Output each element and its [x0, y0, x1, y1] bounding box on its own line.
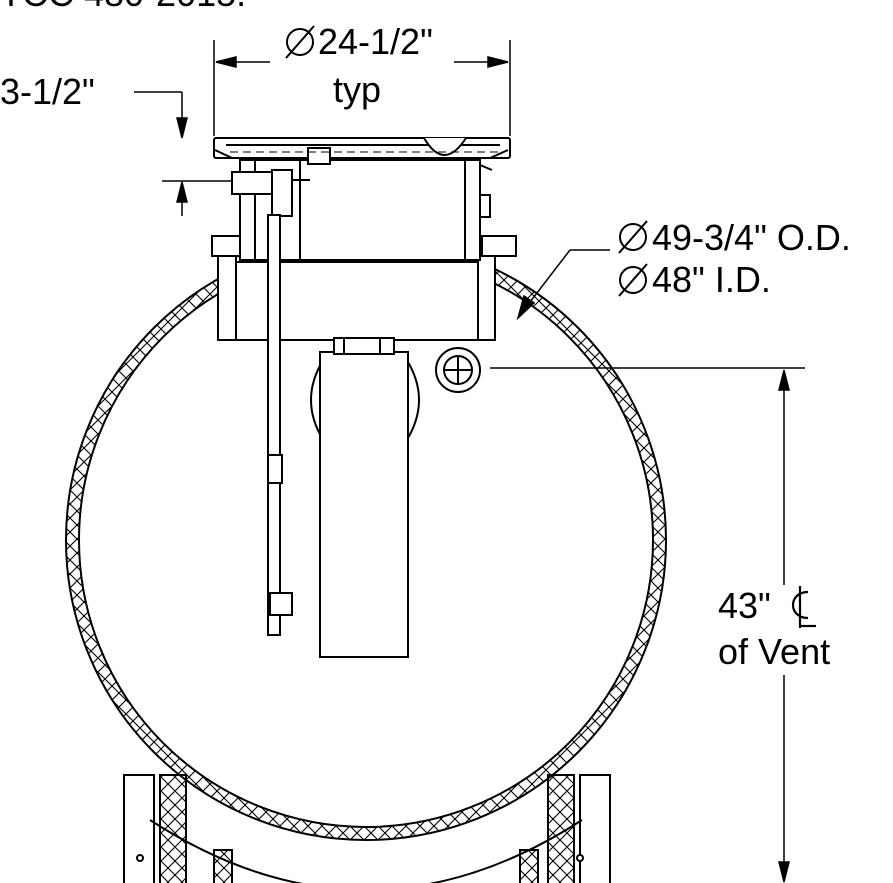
dim-riser-height: [134, 91, 232, 216]
diameter-symbol-od: [618, 220, 648, 254]
float-switch-rod: [231, 169, 310, 636]
dim-tank-diameter-leader: [516, 249, 610, 321]
vent-height-note: of Vent: [718, 631, 830, 672]
cover-diameter-note: typ: [333, 69, 381, 110]
support-legs: [123, 774, 611, 883]
vent-fitting: [435, 347, 481, 393]
effluent-filter: [310, 337, 420, 658]
riser-height-label: 3-1/2": [0, 71, 95, 112]
tank-lid: [213, 137, 511, 165]
dim-vent-height: [490, 367, 805, 883]
tank-od-label: 49-3/4" O.D.: [652, 217, 851, 258]
diameter-symbol-id: [618, 263, 648, 297]
centerline-symbol: [792, 586, 816, 628]
vent-height-label: 43": [718, 585, 771, 626]
cover-diameter-label: 24-1/2": [318, 21, 433, 62]
tank-id-label: 48" I.D.: [652, 259, 771, 300]
header-cut-text: TCC 480-2015.: [0, 0, 246, 14]
dim-cover-diameter: [213, 40, 511, 136]
diameter-symbol: [285, 25, 315, 59]
